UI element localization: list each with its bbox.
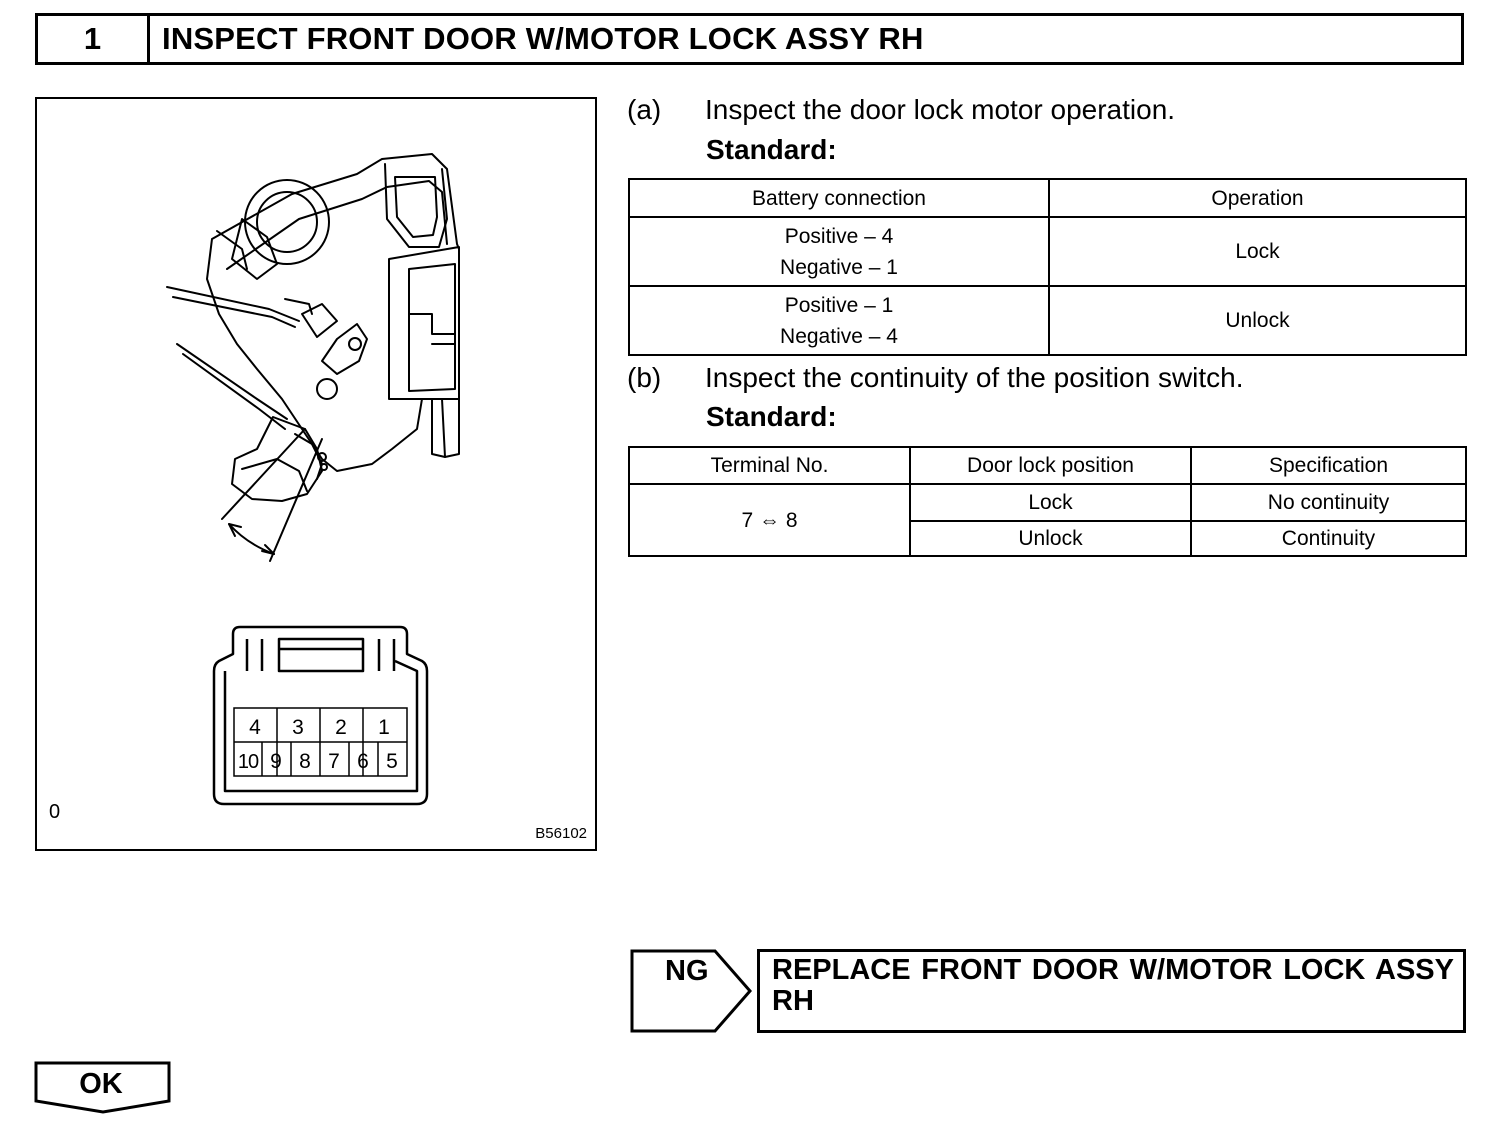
pin-5-label: 5	[386, 750, 398, 773]
ok-label: OK	[79, 1068, 123, 1100]
terminal-cell: 7 ⇔ 8	[628, 483, 911, 557]
step-a-standard: Standard:	[706, 134, 837, 165]
ng-arrow-box	[630, 949, 752, 1033]
pin-4-label: 4	[249, 716, 261, 739]
step-title: INSPECT FRONT DOOR W/MOTOR LOCK ASSY RH	[162, 21, 924, 56]
specification-cell: No continuity	[1190, 483, 1467, 522]
pin-2-label: 2	[335, 716, 347, 739]
ng-action-box	[757, 949, 1466, 1033]
door-lock-drawing: 4 3 2 1 10 9 8 7 6 5	[166, 153, 460, 806]
step-b-text: Inspect the continuity of the position s…	[705, 362, 1244, 393]
header-battery-connection: Battery connection	[628, 178, 1050, 218]
battery-connection-table: Battery connection Operation Positive – …	[628, 178, 1467, 356]
step-a-text: Inspect the door lock motor operation.	[705, 94, 1176, 125]
connection-line: Positive – 1	[784, 293, 894, 317]
operation-cell: Lock	[1048, 216, 1467, 287]
position-cell: Unlock	[909, 520, 1192, 557]
ng-action-text: REPLACE FRONT DOOR W/MOTOR LOCK ASSY RH	[772, 954, 1454, 1017]
header-door-lock-position: Door lock position	[909, 446, 1192, 485]
table-row: Positive – 1 Negative – 4 Unlock	[628, 285, 1467, 356]
pin-8-label: 8	[299, 750, 311, 773]
connection-line: Positive – 4	[784, 224, 894, 248]
header-terminal: Terminal No.	[628, 446, 911, 485]
connection-line: Negative – 1	[780, 255, 898, 279]
pin-3-label: 3	[292, 716, 304, 739]
door-lock-illustration: 4 3 2 1 10 9 8 7 6 5 0 B56102	[35, 97, 597, 851]
figure-code: B56102	[535, 825, 587, 842]
step-b-standard: Standard:	[706, 401, 837, 432]
battery-connection-cell: Positive – 4 Negative – 1	[628, 216, 1050, 287]
specification-cell: Continuity	[1190, 520, 1467, 557]
table-row: Positive – 4 Negative – 1 Lock	[628, 216, 1467, 287]
pin-10-label: 10	[238, 751, 259, 773]
step-number: 1	[38, 16, 150, 62]
position-switch-table: Terminal No. Door lock position Specific…	[628, 446, 1467, 557]
battery-connection-cell: Positive – 1 Negative – 4	[628, 285, 1050, 356]
header-specification: Specification	[1190, 446, 1467, 485]
figure-corner-label: 0	[49, 801, 61, 823]
step-header: 1 INSPECT FRONT DOOR W/MOTOR LOCK ASSY R…	[35, 13, 1464, 65]
pin-7-label: 7	[328, 750, 340, 773]
step-b-label: (b)	[627, 362, 662, 393]
pin-1-label: 1	[378, 716, 390, 739]
operation-cell: Unlock	[1048, 285, 1467, 356]
pin-6-label: 6	[357, 750, 369, 773]
connection-line: Negative – 4	[780, 324, 898, 348]
table-row: Unlock Continuity	[629, 520, 1467, 557]
table-row: 7 ⇔ 8 Lock No continuity	[628, 483, 1467, 557]
position-cell: Lock	[909, 483, 1192, 522]
pin-9-label: 9	[270, 750, 282, 773]
ng-label: NG	[665, 955, 709, 987]
ok-arrow-box	[34, 1061, 171, 1114]
step-a-label: (a)	[627, 94, 662, 125]
header-operation: Operation	[1048, 178, 1467, 218]
